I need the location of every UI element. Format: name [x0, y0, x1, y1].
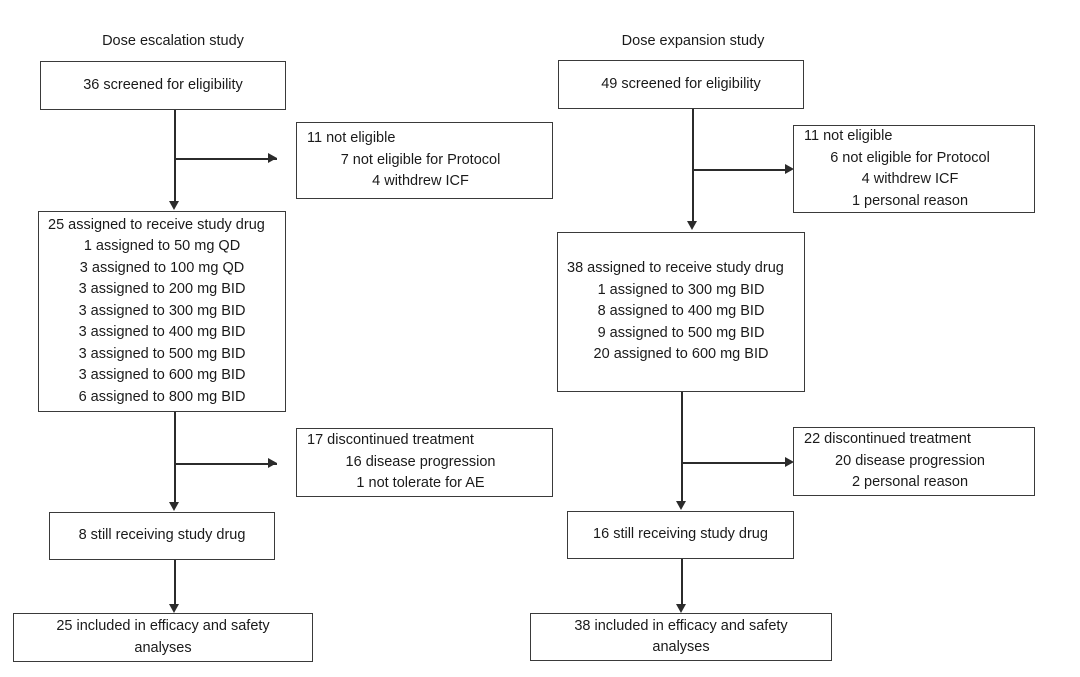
arrowhead-expansion-discontinued [785, 457, 794, 467]
arrowhead-expansion-to-analysed [676, 604, 686, 613]
node-expansion-analysed: 38 included in efficacy and safety analy… [530, 613, 832, 661]
node-line: 36 screened for eligibility [83, 76, 243, 93]
connector-expansion-still-receiving-to-analysed [681, 559, 683, 605]
arrowhead-escalation-to-assigned [169, 201, 179, 210]
node-line: 20 assigned to 600 mg BID [593, 346, 769, 363]
connector-expansion-to-not-eligible [692, 169, 785, 171]
node-line: 4 withdrew ICF [372, 173, 469, 190]
node-line: 1 personal reason [851, 192, 969, 209]
node-line: 3 assigned to 500 mg BID [78, 345, 246, 362]
node-line: 25 included in efficacy and safety [56, 618, 270, 634]
node-line: 25 assigned to receive study drug [48, 216, 265, 233]
arrowhead-escalation-to-still-receiving [169, 502, 179, 511]
node-line: 3 assigned to 100 mg QD [79, 259, 245, 276]
connector-escalation-assigned-to-still-receiving [174, 412, 176, 503]
node-expansion-assigned: 38 assigned to receive study drug 1 assi… [557, 232, 805, 392]
node-line: 11 not eligible [307, 130, 396, 147]
node-line: 11 not eligible [804, 128, 893, 144]
node-expansion-still-receiving: 16 still receiving study drug [567, 511, 794, 559]
connector-expansion-to-discontinued [681, 462, 785, 464]
node-escalation-discontinued: 17 discontinued treatment 16 disease pro… [296, 428, 553, 497]
connector-escalation-to-discontinued [174, 463, 277, 465]
node-expansion-screened: 49 screened for eligibility [558, 60, 804, 109]
arrowhead-expansion-to-assigned [687, 221, 697, 230]
column-title-dose-escalation: Dose escalation study [102, 33, 244, 49]
node-line: 1 assigned to 50 mg QD [83, 238, 241, 255]
node-line: 16 still receiving study drug [593, 526, 768, 543]
arrowhead-escalation-not-eligible [268, 153, 277, 163]
connector-expansion-screened-to-assigned [692, 109, 694, 222]
node-line: 16 disease progression [345, 453, 496, 470]
node-line: 38 included in efficacy and safety [574, 617, 788, 634]
node-line: 3 assigned to 200 mg BID [78, 281, 246, 298]
node-line: 6 not eligible for Protocol [830, 149, 990, 166]
connector-escalation-still-receiving-to-analysed [174, 560, 176, 605]
node-line: 38 assigned to receive study drug [567, 260, 784, 277]
node-line: 9 assigned to 500 mg BID [597, 324, 765, 341]
arrowhead-expansion-not-eligible [785, 164, 794, 174]
node-line: analyses [652, 639, 710, 655]
node-line: 2 personal reason [851, 474, 969, 491]
node-line: 3 assigned to 400 mg BID [78, 324, 246, 341]
node-line: 6 assigned to 800 mg BID [78, 388, 246, 405]
node-line: 1 assigned to 300 mg BID [597, 281, 765, 298]
arrowhead-escalation-to-analysed [169, 604, 179, 613]
node-line: 4 withdrew ICF [861, 171, 959, 187]
node-line: 3 assigned to 600 mg BID [78, 367, 246, 384]
node-escalation-still-receiving: 8 still receiving study drug [49, 512, 275, 560]
node-line: 8 still receiving study drug [78, 527, 246, 544]
arrowhead-escalation-discontinued [268, 458, 277, 468]
connector-escalation-screened-to-assigned [174, 110, 176, 202]
arrowhead-expansion-to-still-receiving [676, 501, 686, 510]
node-escalation-not-eligible: 11 not eligible 7 not eligible for Proto… [296, 122, 553, 199]
node-line: 7 not eligible for Protocol [340, 151, 501, 168]
node-line: 1 not tolerate for AE [356, 475, 485, 492]
node-escalation-analysed: 25 included in efficacy and safety analy… [13, 613, 313, 662]
node-line: 49 screened for eligibility [601, 75, 761, 92]
node-line: 22 discontinued treatment [804, 431, 971, 448]
connector-expansion-assigned-to-still-receiving [681, 392, 683, 502]
node-escalation-screened: 36 screened for eligibility [40, 61, 286, 110]
node-line: 8 assigned to 400 mg BID [597, 303, 765, 320]
node-line: 3 assigned to 300 mg BID [78, 302, 246, 319]
node-expansion-not-eligible: 11 not eligible 6 not eligible for Proto… [793, 125, 1035, 213]
connector-escalation-to-not-eligible [174, 158, 277, 160]
column-title-dose-expansion: Dose expansion study [621, 33, 765, 49]
node-escalation-assigned: 25 assigned to receive study drug 1 assi… [38, 211, 286, 412]
node-line: 20 disease progression [835, 452, 985, 469]
node-expansion-discontinued: 22 discontinued treatment 20 disease pro… [793, 427, 1035, 496]
node-line: 17 discontinued treatment [307, 432, 474, 449]
node-line: analyses [134, 639, 192, 656]
